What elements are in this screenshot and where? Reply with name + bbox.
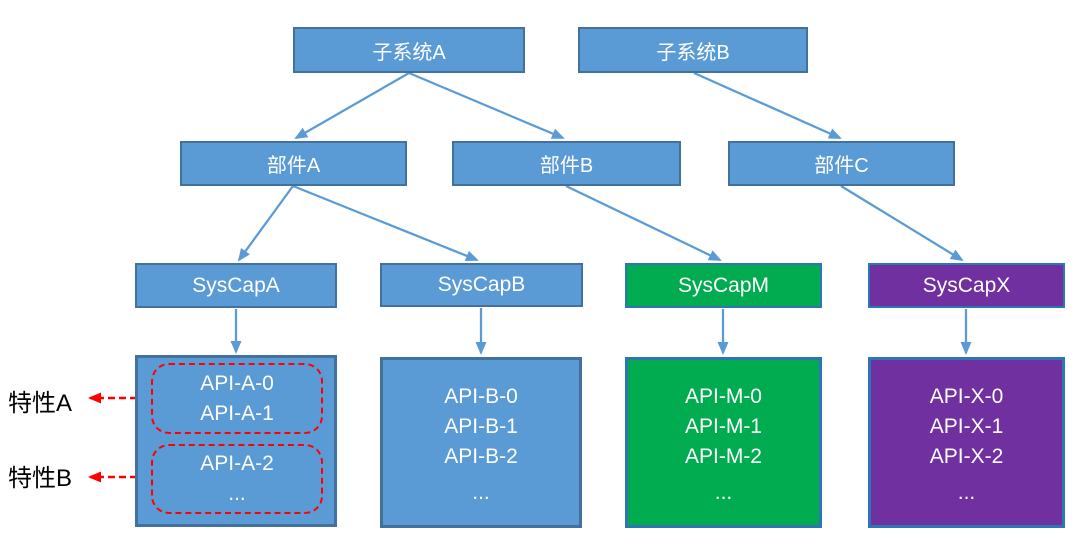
api-line-stack: API-M-0 API-M-1 API-M-2 ... bbox=[685, 360, 762, 508]
feature-a-label: 特性A bbox=[8, 390, 73, 417]
api-line: API-B-2 bbox=[444, 445, 518, 468]
node-component-c: 部件C bbox=[728, 141, 955, 186]
feature-b-label: 特性B bbox=[8, 465, 73, 492]
node-subsystem-b: 子系统B bbox=[578, 27, 808, 73]
api-line: API-B-0 bbox=[444, 385, 518, 408]
api-line-stack: API-X-0 API-X-1 API-X-2 ... bbox=[930, 360, 1004, 508]
node-subsystem-b-label: 子系统B bbox=[656, 41, 730, 64]
arrow-subsystem-a-to-component-a bbox=[294, 72, 410, 139]
api-line: API-A-2 bbox=[200, 452, 274, 475]
node-api-group-a: API-A-0 API-A-1 API-A-2 ... bbox=[135, 355, 337, 527]
api-line: API-M-0 bbox=[684, 385, 762, 408]
node-component-c-label: 部件C bbox=[814, 155, 869, 177]
arrow-component-b-to-syscap-m bbox=[565, 184, 722, 262]
node-syscap-b: SysCapB bbox=[380, 263, 583, 307]
api-line: API-B-1 bbox=[444, 415, 518, 438]
node-syscap-b-label: SysCapB bbox=[437, 273, 526, 296]
arrow-component-a-to-syscap-b bbox=[292, 184, 479, 262]
api-line: API-M-2 bbox=[684, 445, 762, 468]
node-syscap-x-label: SysCapX bbox=[922, 273, 1011, 297]
feature-a-dashed-group: API-A-0 API-A-1 bbox=[151, 363, 323, 434]
node-component-a-label: 部件A bbox=[266, 155, 321, 177]
arrow-component-a-to-syscap-a bbox=[237, 185, 294, 262]
api-line: API-X-0 bbox=[929, 385, 1004, 408]
api-line: API-M-1 bbox=[684, 415, 762, 438]
api-line-ellipsis: ... bbox=[472, 481, 490, 504]
api-line-stack: API-B-0 API-B-1 API-B-2 ... bbox=[444, 360, 518, 508]
node-subsystem-a-label: 子系统A bbox=[372, 41, 446, 64]
node-syscap-a: SysCapA bbox=[135, 263, 337, 308]
node-component-b: 部件B bbox=[452, 141, 681, 186]
api-line: API-A-0 bbox=[200, 371, 274, 395]
node-component-b-label: 部件B bbox=[539, 155, 594, 177]
node-component-a: 部件A bbox=[180, 141, 407, 186]
api-line-ellipsis: ... bbox=[228, 482, 246, 505]
node-syscap-m: SysCapM bbox=[625, 263, 822, 308]
node-syscap-x: SysCapX bbox=[868, 263, 1065, 308]
api-line-ellipsis: ... bbox=[714, 481, 733, 504]
arrow-component-c-to-syscap-x bbox=[840, 185, 964, 262]
node-api-group-x: API-X-0 API-X-1 API-X-2 ... bbox=[868, 357, 1065, 528]
node-api-group-b: API-B-0 API-B-1 API-B-2 ... bbox=[380, 357, 582, 528]
api-line: API-A-1 bbox=[200, 401, 274, 425]
arrow-subsystem-a-to-component-b bbox=[408, 71, 565, 140]
node-syscap-m-label: SysCapM bbox=[677, 273, 770, 297]
api-line: API-X-1 bbox=[929, 415, 1004, 438]
api-line: API-X-2 bbox=[929, 445, 1004, 468]
feature-b-dashed-group: API-A-2 ... bbox=[151, 444, 323, 514]
node-api-group-m: API-M-0 API-M-1 API-M-2 ... bbox=[625, 357, 822, 528]
api-line-ellipsis: ... bbox=[957, 481, 976, 504]
node-subsystem-a: 子系统A bbox=[293, 27, 525, 73]
node-syscap-a-label: SysCapA bbox=[192, 273, 280, 297]
arrow-subsystem-b-to-component-c bbox=[693, 71, 842, 140]
